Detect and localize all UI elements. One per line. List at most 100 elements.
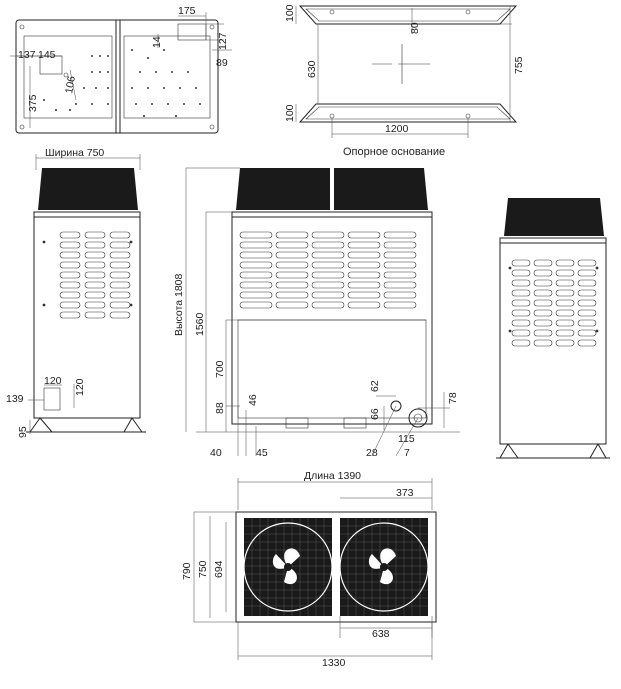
dim-120-h: 120 [44, 375, 62, 387]
vent-slot [59, 261, 81, 269]
dim-66: 66 [369, 408, 381, 420]
vent-slot [555, 319, 575, 327]
dim-750: 750 [197, 560, 209, 578]
dim-638: 638 [372, 628, 390, 640]
vent-slot [577, 259, 597, 267]
dim-14: 14 [151, 36, 163, 48]
dim-78: 78 [447, 392, 459, 404]
dim-89: 89 [216, 57, 228, 69]
vent-slot [347, 271, 381, 279]
vent-slot [311, 271, 345, 279]
vent-slot [109, 261, 131, 269]
vent-slot [383, 251, 417, 259]
dim-175: 175 [178, 5, 196, 17]
support-base-view [295, 5, 518, 138]
top-plan-outline [15, 19, 219, 134]
front-panel [231, 211, 433, 425]
width-label: Ширина 750 [45, 147, 104, 159]
vent-slot [84, 291, 106, 299]
dim-115: 115 [398, 433, 415, 445]
vent-slot [239, 241, 273, 249]
vent-slot [577, 299, 597, 307]
vent-slot [533, 299, 553, 307]
vent-slot [555, 269, 575, 277]
vent-slot [511, 269, 531, 277]
vent-slot [84, 281, 106, 289]
dim-755: 755 [513, 56, 525, 74]
dim-790: 790 [181, 562, 193, 580]
vent-slot [533, 279, 553, 287]
dim-630: 630 [306, 60, 318, 78]
vent-slot [533, 289, 553, 297]
vent-slot [239, 291, 273, 299]
dim-45: 45 [256, 447, 268, 459]
vent-slot [109, 231, 131, 239]
vent-slot [239, 301, 273, 309]
vent-slot [555, 339, 575, 347]
dim-46: 46 [247, 394, 259, 406]
vent-slot [275, 241, 309, 249]
vent-slot [511, 299, 531, 307]
vent-slot [577, 339, 597, 347]
vent-slot [577, 279, 597, 287]
vent-slot [383, 261, 417, 269]
vent-slot [59, 291, 81, 299]
vent-slot [383, 271, 417, 279]
vent-slot [533, 259, 553, 267]
vent-slot [311, 281, 345, 289]
vent-slot [84, 231, 106, 239]
vent-slot [533, 339, 553, 347]
vent-slot [275, 291, 309, 299]
vent-slot [383, 301, 417, 309]
dim-7: 7 [404, 447, 410, 459]
vent-slot [555, 309, 575, 317]
vent-slot [275, 251, 309, 259]
vent-slot [84, 311, 106, 319]
vent-slot [275, 271, 309, 279]
dim-700: 700 [214, 360, 226, 378]
vent-slot [84, 261, 106, 269]
vent-slot [59, 281, 81, 289]
vent-slot [59, 231, 81, 239]
dim-1560: 1560 [194, 312, 206, 336]
vent-slot [84, 301, 106, 309]
vent-slot [511, 339, 531, 347]
vent-slot [383, 231, 417, 239]
length-label: Длина 1390 [304, 470, 361, 482]
left-side-view [26, 154, 146, 434]
vent-slot [383, 241, 417, 249]
dim-375: 375 [27, 94, 39, 112]
vent-slot [383, 291, 417, 299]
vent-slot [239, 281, 273, 289]
dim-88: 88 [214, 402, 226, 414]
vent-slot [555, 299, 575, 307]
vent-slot [555, 259, 575, 267]
vent-slot [311, 261, 345, 269]
vent-slot [347, 261, 381, 269]
vent-slot [84, 241, 106, 249]
vent-slot [347, 231, 381, 239]
dim-100-top: 100 [284, 4, 296, 22]
vent-slot [577, 289, 597, 297]
dim-80: 80 [409, 22, 421, 34]
support-base-caption: Опорное основание [343, 146, 445, 158]
dim-100-bottom: 100 [284, 104, 296, 122]
vent-slot [533, 329, 553, 337]
dim-62: 62 [369, 380, 381, 392]
dim-40: 40 [210, 447, 222, 459]
vent-slot [511, 259, 531, 267]
vent-slot [533, 319, 553, 327]
dim-1330: 1330 [322, 657, 346, 669]
vent-slot [239, 251, 273, 259]
vent-slot [555, 289, 575, 297]
vent-slot [84, 271, 106, 279]
vent-slot [109, 291, 131, 299]
side-panel-left [33, 211, 141, 419]
dim-127: 127 [217, 32, 229, 50]
vent-slot [109, 281, 131, 289]
dim-106: 106 [63, 75, 78, 94]
height-label: Высота 1808 [173, 274, 185, 336]
vent-slot [59, 311, 81, 319]
vent-slot [109, 251, 131, 259]
